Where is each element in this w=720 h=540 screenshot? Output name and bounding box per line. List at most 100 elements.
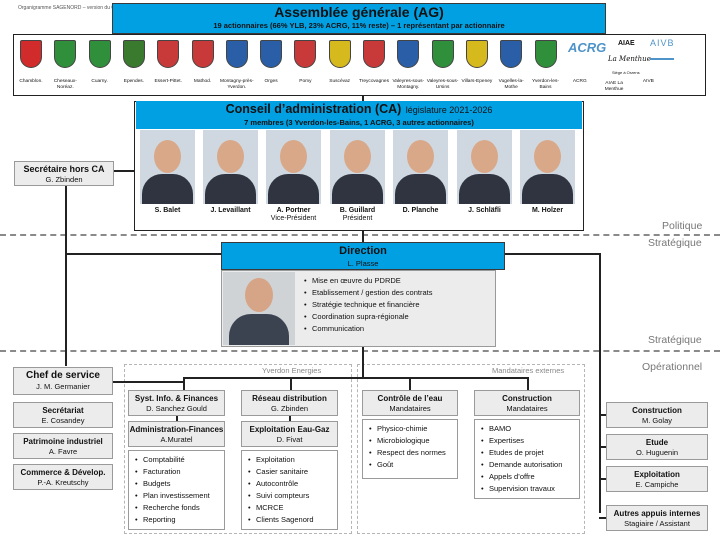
ag-member-label: Valeyres-sous-Montagny. — [392, 79, 425, 90]
connector-chef-service — [113, 381, 183, 383]
admin-finances-task: Comptabilité — [135, 454, 224, 466]
ag-member-label: Cheseaux-Noréaz. — [53, 79, 77, 90]
menthue-logo-small: Siège à Orzens — [612, 70, 640, 75]
direction-title: Direction — [339, 245, 387, 257]
reseau-name: G. Zbinden — [270, 404, 309, 413]
exploitation-task-list: ExploitationCasier sanitaireAutocontrôle… — [248, 454, 337, 526]
ca-title: Conseil d’administration (CA) — [225, 102, 402, 116]
ca-member-photo — [393, 130, 448, 204]
connector-drop-controle — [409, 377, 411, 390]
left-unit-title: Commerce & Dévelop. — [20, 468, 106, 477]
zone-label-politique: Politique — [662, 220, 703, 232]
ag-member-label: Pomy — [299, 79, 312, 84]
connector-ca-direction — [362, 231, 364, 242]
zone-label-strategique-2: Stratégique — [648, 334, 702, 346]
ca-member-face — [344, 140, 371, 173]
ca-member-photo — [330, 130, 385, 204]
ca-legislature: législature 2021-2026 — [405, 105, 493, 115]
ag-member-label: Treycovagnes — [359, 79, 389, 84]
ca-member-suit — [205, 174, 256, 204]
ag-member-label: AIVB — [642, 79, 654, 84]
construction-task: Etudes de projet — [481, 447, 579, 459]
municipality-shield-icon — [465, 40, 488, 68]
construction-mandataires-box: Construction Mandataires — [474, 390, 580, 416]
reseau-box: Réseau distribution G. Zbinden — [241, 390, 338, 416]
right-unit-title: Autres appuis internes — [613, 509, 701, 518]
ca-member-name: A. Portner — [276, 207, 311, 214]
connector-syst-admin — [176, 416, 178, 421]
municipality-shield-icon — [500, 40, 523, 68]
secretaire-name: G. Zbinden — [45, 175, 83, 184]
right-unit-connector — [599, 478, 606, 480]
ag-member-label: Mathod. — [193, 79, 212, 84]
construction-task: Demande autorisation — [481, 459, 579, 471]
controle-eau-tasks-box: Physico-chimieMicrobiologiqueRespect des… — [362, 419, 458, 479]
municipality-shield-icon — [397, 40, 420, 68]
right-unit-name: M. Golay — [641, 416, 672, 425]
admin-finances-box: Administration-Finances A.Muratel — [128, 421, 225, 447]
admin-finances-task: Reporting — [135, 514, 224, 526]
ca-subtitle: 7 membres (3 Yverdon-les-Bains, 1 ACRG, … — [244, 118, 474, 127]
chef-service-box: Chef de service J. M. Germanier — [13, 367, 113, 395]
right-unit-title: Exploitation — [634, 470, 680, 479]
ca-member-suit — [395, 174, 446, 204]
municipality-shield-icon — [20, 40, 42, 68]
construction-task: BAMO — [481, 423, 579, 435]
syst-info-box: Syst. Info. & Finances D. Sanchez Gould — [128, 390, 225, 416]
ca-member-photo — [266, 130, 321, 204]
region-label-yverdon: Yverdon Energies — [262, 366, 322, 375]
ca-member-role: Vice-Président — [270, 215, 317, 222]
connector-direction-operations — [362, 347, 364, 377]
syst-info-title: Syst. Info. & Finances — [134, 394, 219, 403]
connector-drop-construction — [527, 377, 529, 390]
zone-label-strategique: Stratégique — [648, 237, 702, 249]
separator-politique — [0, 234, 720, 236]
exploitation-eau-gaz-title: Exploitation Eau-Gaz — [249, 425, 330, 434]
ca-member-name: J. Schläfli — [468, 207, 501, 214]
right-unit-connector — [599, 414, 606, 416]
ca-member-suit — [142, 174, 193, 204]
municipality-shield-icon — [54, 40, 77, 68]
secretaire-title: Secrétaire hors CA — [23, 164, 105, 174]
municipality-shield-icon — [363, 40, 385, 68]
trunk-right-horizontal — [505, 253, 600, 255]
ca-member-photo — [203, 130, 258, 204]
ca-member-suit — [268, 174, 319, 204]
connector-drop-reseau — [290, 377, 292, 390]
exploitation-tasks-box: ExploitationCasier sanitaireAutocontrôle… — [241, 450, 338, 530]
left-unit-title: Secrétariat — [42, 406, 84, 415]
connector-reseau-exploit — [289, 416, 291, 421]
ca-member-suit — [522, 174, 573, 204]
ag-member-label: Vugelles-la-Mothe — [498, 79, 524, 90]
region-yverdon-energies — [124, 364, 352, 534]
right-unit-name: E. Campiche — [635, 480, 679, 489]
right-unit-title: Construction — [632, 406, 682, 415]
controle-eau-task: Physico-chimie — [369, 423, 457, 435]
direction-task: Mise en œuvre du PDRDE — [304, 275, 432, 287]
ca-member-name: M. Holzer — [531, 207, 564, 214]
trunk-left — [65, 186, 67, 366]
ag-member-label: Chamblon. — [19, 79, 43, 84]
direction-task-list: Mise en œuvre du PDRDEEtablissement / ge… — [304, 275, 432, 335]
ag-header: Assemblée générale (AG) 19 actionnaires … — [112, 3, 606, 34]
admin-finances-title: Administration-Finances — [129, 425, 224, 434]
ag-title: Assemblée générale (AG) — [274, 4, 444, 20]
ca-member-face — [217, 140, 244, 173]
construction-mandataires-name: Mandataires — [506, 404, 548, 413]
right-unit-connector — [599, 517, 606, 519]
direction-name: L. Plasse — [347, 259, 379, 268]
zone-label-operationnel: Opérationnel — [642, 361, 703, 373]
ca-member-name: J. Levaillant — [210, 207, 251, 214]
chef-service-name: J. M. Germanier — [36, 382, 90, 391]
ca-member-suit — [459, 174, 510, 204]
controle-eau-name: Mandataires — [389, 404, 431, 413]
aivb-logo-bar — [650, 50, 674, 60]
ca-member-suit — [332, 174, 383, 204]
ca-member-face — [407, 140, 434, 173]
exploitation-task: Suivi compteurs — [248, 490, 337, 502]
ca-header: Conseil d’administration (CA) législatur… — [136, 101, 582, 129]
left-unit-box: Commerce & Dévelop.P.-A. Kreutschy — [13, 464, 113, 490]
controle-eau-task: Respect des normes — [369, 447, 457, 459]
